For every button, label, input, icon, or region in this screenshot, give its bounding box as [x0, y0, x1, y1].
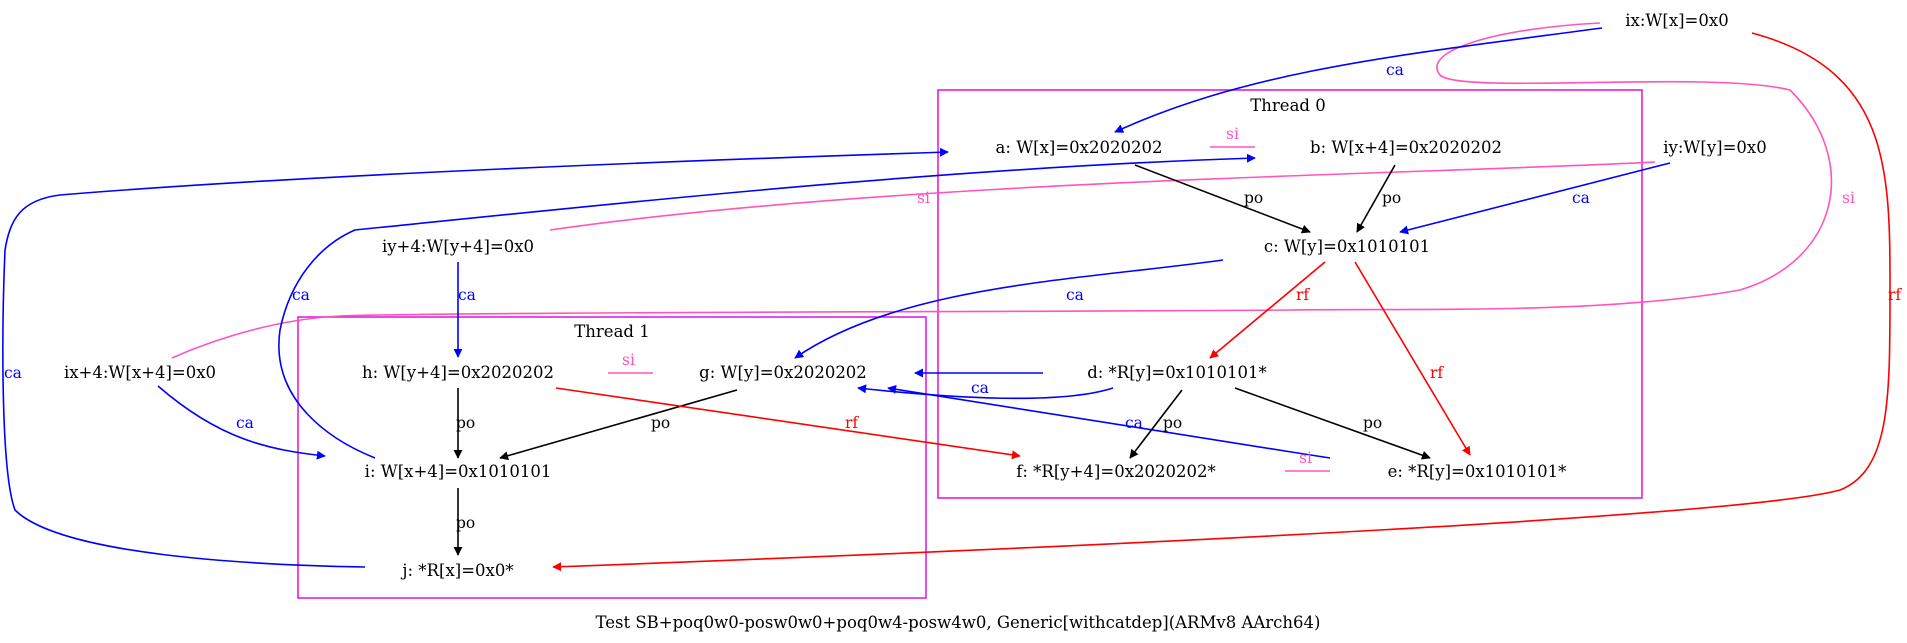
- node-f: f: *R[y+4]=0x2020202*: [1016, 462, 1215, 481]
- node-ix: ix:W[x]=0x0: [1625, 11, 1728, 30]
- po-label-b-c: po: [1382, 189, 1401, 207]
- ca-label-iy4-h: ca: [458, 286, 476, 304]
- si-label-h-g: si: [622, 351, 635, 369]
- si-label-f-e: si: [1299, 449, 1312, 467]
- rf-edges: [552, 32, 1891, 572]
- node-g: g: W[y]=0x2020202: [699, 363, 867, 382]
- node-e: e: *R[y]=0x1010101*: [1388, 462, 1567, 481]
- ca-edge-c-g: [794, 259, 1224, 359]
- node-ix4: ix+4:W[x+4]=0x0: [64, 363, 216, 382]
- ca-label-ix-a: ca: [1386, 61, 1404, 79]
- ca-label-j-a: ca: [4, 364, 22, 382]
- po-edge-d-f: [1129, 389, 1183, 459]
- edge-labels: po po po po po po po rf rf rf rf ca ca c…: [4, 61, 1902, 532]
- si-label-iy-iy4: si: [917, 189, 930, 207]
- rf-label-h-f: rf: [845, 414, 859, 432]
- po-edge-a-c: [1134, 164, 1311, 234]
- si-label-ix4-c: si: [1842, 189, 1855, 207]
- po-label-i-j: po: [456, 514, 475, 532]
- po-edge-b-c: [1356, 164, 1396, 233]
- node-iy4: iy+4:W[y+4]=0x0: [382, 237, 534, 256]
- rf-label-c-d: rf: [1296, 286, 1310, 304]
- thread0-cluster: [937, 89, 1643, 499]
- rf-edge-c-e: [1354, 261, 1471, 456]
- node-h: h: W[y+4]=0x2020202: [362, 363, 554, 382]
- node-iy: iy:W[y]=0x0: [1663, 138, 1766, 157]
- ca-label-iy-c: ca: [1572, 189, 1590, 207]
- node-d: d: *R[y]=0x1010101*: [1087, 363, 1267, 382]
- rf-edge-h-f: [555, 387, 1021, 460]
- ca-label-d-g: ca: [971, 379, 989, 397]
- si-edge-ix4-c: [171, 22, 1833, 359]
- node-b: b: W[x+4]=0x2020202: [1310, 138, 1502, 157]
- ca-edge-iy-c: [1399, 162, 1671, 235]
- ca-edge-ix-a: [1114, 27, 1603, 133]
- rf-label-ix-j: rf: [1888, 286, 1902, 304]
- po-label-h-i: po: [456, 414, 475, 432]
- node-c: c: W[y]=0x1010101: [1264, 237, 1430, 256]
- po-label-a-c: po: [1244, 189, 1263, 207]
- node-i: i: W[x+4]=0x1010101: [365, 462, 552, 481]
- rf-label-c-e: rf: [1430, 364, 1444, 382]
- ca-label-c-g: ca: [1066, 286, 1084, 304]
- nodes: ix:W[x]=0x0 iy:W[y]=0x0 iy+4:W[y+4]=0x0 …: [64, 11, 1767, 580]
- ca-edge-e-g: [887, 384, 1331, 459]
- si-edges: [171, 22, 1833, 472]
- ca-label-i-b: ca: [292, 286, 310, 304]
- ca-edge-j-a: [2, 147, 949, 568]
- thread0-label: Thread 0: [1250, 96, 1325, 115]
- diagram-caption: Test SB+poq0w0-posw0w0+poq0w4-posw4w0, G…: [596, 613, 1321, 632]
- rf-edge-c-d: [1209, 261, 1326, 359]
- ca-edges: [2, 27, 1671, 568]
- po-label-d-e: po: [1363, 414, 1382, 432]
- rf-edge-ix-j: [552, 32, 1891, 572]
- thread1-label: Thread 1: [574, 322, 649, 341]
- ca-label-ix4-i: ca: [236, 414, 254, 432]
- ca-edge-i-b: [278, 153, 1256, 459]
- si-label-a-b: si: [1226, 125, 1239, 143]
- node-j: j: *R[x]=0x0*: [400, 561, 513, 580]
- thread1-cluster: [297, 316, 927, 599]
- po-label-g-i: po: [651, 414, 670, 432]
- ca-label-e-g: ca: [1125, 414, 1143, 432]
- po-edge-d-e: [1234, 387, 1431, 460]
- po-edge-g-i: [499, 389, 738, 461]
- node-a: a: W[x]=0x2020202: [996, 138, 1163, 157]
- po-label-d-f: po: [1163, 414, 1182, 432]
- si-edge-iy-iy4: [549, 161, 1656, 231]
- po-edges: [453, 164, 1431, 556]
- ca-edge-ix4-i: [157, 385, 326, 460]
